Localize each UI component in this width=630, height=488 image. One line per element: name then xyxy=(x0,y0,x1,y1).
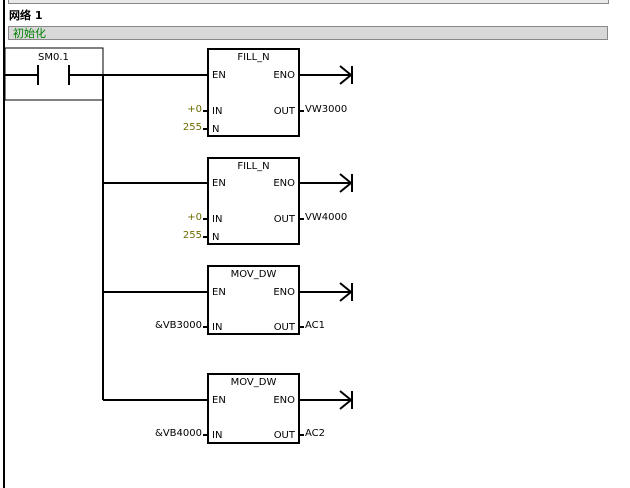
in-operand[interactable]: +0 xyxy=(187,212,202,223)
eno-pin: ENO xyxy=(273,395,295,406)
out-operand[interactable]: AC1 xyxy=(305,320,326,331)
in-operand[interactable]: &VB3000 xyxy=(155,320,202,331)
eno-pin: ENO xyxy=(273,178,295,189)
in-pin: IN xyxy=(212,106,223,117)
in-pin: IN xyxy=(212,322,223,333)
eno-pin: ENO xyxy=(273,287,295,298)
in-operand[interactable]: &VB4000 xyxy=(155,428,202,439)
mov-dw-block-2[interactable]: MOV_DW EN ENO IN OUT xyxy=(207,373,300,444)
in-pin: IN xyxy=(212,430,223,441)
out-pin: OUT xyxy=(273,106,295,117)
out-pin: OUT xyxy=(273,430,295,441)
mov-dw-block-1[interactable]: MOV_DW EN ENO IN OUT xyxy=(207,265,300,335)
network-title[interactable]: 网络 1 xyxy=(9,9,43,22)
power-rail xyxy=(3,0,5,488)
contact-label[interactable]: SM0.1 xyxy=(38,52,69,63)
n-pin: N xyxy=(212,232,220,243)
eno-pin: ENO xyxy=(273,70,295,81)
out-operand[interactable]: VW3000 xyxy=(305,104,348,115)
n-operand[interactable]: 255 xyxy=(182,230,202,241)
en-pin: EN xyxy=(212,70,226,81)
n-operand[interactable]: 255 xyxy=(182,122,202,133)
out-pin: OUT xyxy=(273,322,295,333)
block-name: MOV_DW xyxy=(230,377,277,388)
en-pin: EN xyxy=(212,287,226,298)
en-pin: EN xyxy=(212,178,226,189)
network-comment[interactable]: 初始化 xyxy=(8,26,608,40)
in-operand[interactable]: +0 xyxy=(187,104,202,115)
block-name: FILL_N xyxy=(237,161,270,172)
in-pin: IN xyxy=(212,214,223,225)
block-name: MOV_DW xyxy=(230,269,277,280)
out-operand[interactable]: AC2 xyxy=(305,428,326,439)
out-pin: OUT xyxy=(273,214,295,225)
fill-n-block-1[interactable]: FILL_N EN ENO IN N OUT xyxy=(207,48,300,137)
en-pin: EN xyxy=(212,395,226,406)
n-pin: N xyxy=(212,124,220,135)
block-name: FILL_N xyxy=(237,52,270,63)
top-bar xyxy=(8,0,609,4)
out-operand[interactable]: VW4000 xyxy=(305,212,348,223)
fill-n-block-2[interactable]: FILL_N EN ENO IN N OUT xyxy=(207,157,300,245)
